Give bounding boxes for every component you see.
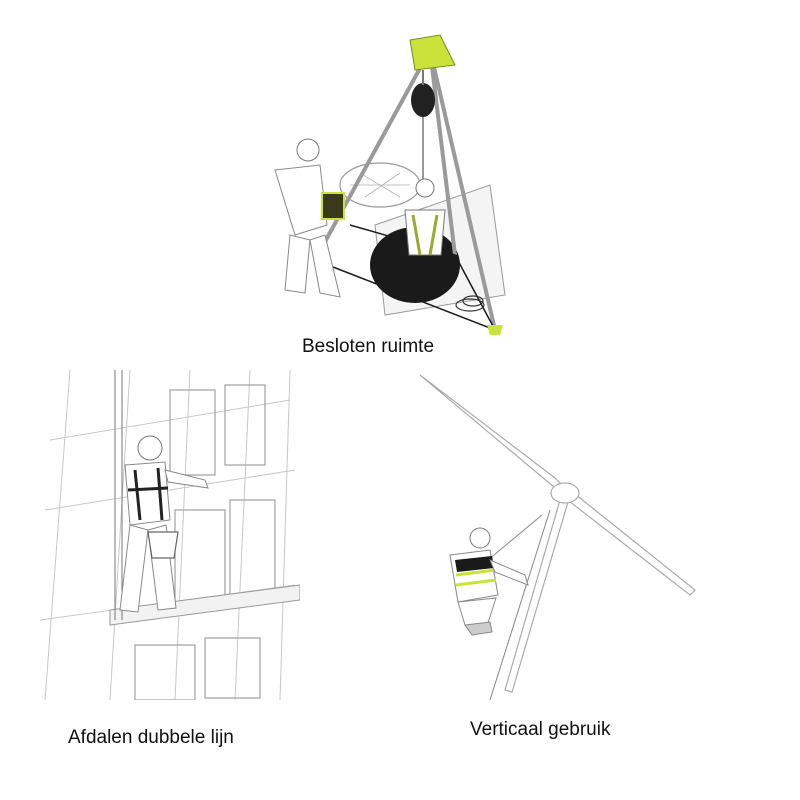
caption-confined-space: Besloten ruimte: [302, 336, 435, 357]
caption-vertical-use: Verticaal gebruik: [470, 719, 611, 740]
caption-double-line-descent: Afdalen dubbele lijn: [68, 727, 234, 748]
illustration-confined-space: [255, 25, 515, 345]
building-descent-illustration: [40, 370, 300, 700]
tripod-illustration: [274, 34, 506, 335]
illustration-double-line-descent: [40, 370, 300, 700]
wind-turbine-illustration: [419, 374, 696, 700]
illustration-vertical-use: [410, 360, 700, 700]
